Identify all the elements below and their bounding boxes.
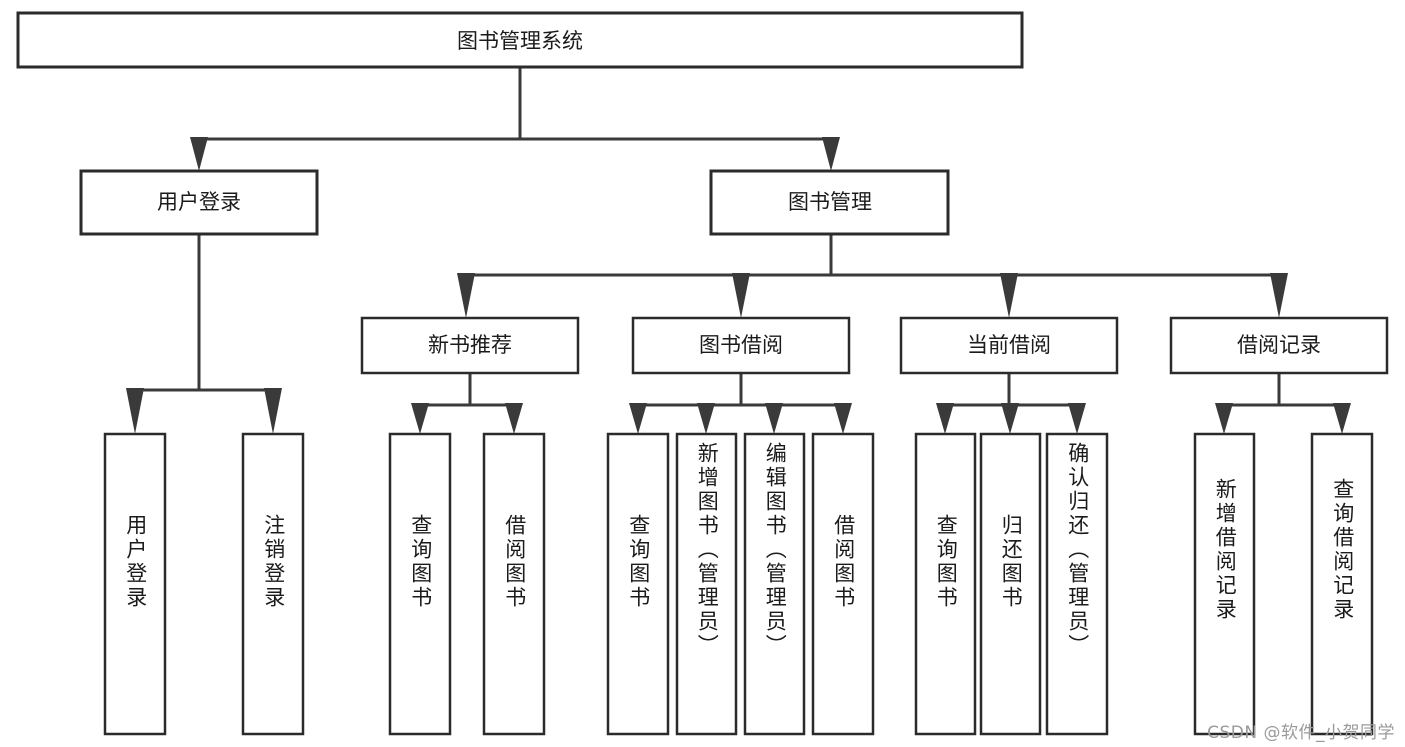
node-current-borrow[interactable]: 当前借阅 [899, 316, 1119, 375]
leaf-node-box[interactable] [606, 432, 670, 736]
node-borrow-record[interactable]: 借阅记录 [1169, 316, 1389, 375]
node-new-book-rec-box[interactable] [360, 316, 580, 375]
connector-group-current-borrow [936, 373, 1086, 434]
node-new-book-rec-label: 新书推荐 [428, 333, 512, 357]
node-borrow-record-box[interactable] [1169, 316, 1389, 375]
node-user-login[interactable]: 用户登录 [79, 169, 319, 236]
arrow-head-leaf-return-book [1001, 403, 1019, 434]
node-current-borrow-box[interactable] [899, 316, 1119, 375]
arrow-head-new-book-rec [457, 273, 475, 318]
node-current-borrow-label: 当前借阅 [967, 333, 1051, 357]
connector-group-user-login [126, 234, 282, 434]
node-book-manage[interactable]: 图书管理 [709, 169, 950, 236]
arrow-head-book-manage [822, 137, 840, 171]
node-borrow-record-label: 借阅记录 [1237, 333, 1321, 357]
node-book-borrow-box[interactable] [631, 316, 851, 375]
node-book-borrow-label: 图书借阅 [699, 333, 783, 357]
connector-group-book-manage [457, 234, 1288, 318]
leaf-node-box[interactable] [1193, 432, 1256, 736]
arrow-head-user-login [190, 137, 208, 171]
connector-group-borrow-record [1215, 373, 1351, 434]
leaf-node-box[interactable] [482, 432, 546, 736]
node-book-manage-label: 图书管理 [788, 190, 872, 214]
arrow-head-leaf-add-record [1215, 403, 1233, 434]
connector-group-root [190, 67, 840, 171]
node-user-login-box[interactable] [79, 169, 319, 236]
arrow-head-leaf-query-book-3 [936, 403, 954, 434]
leaf-box-group [103, 432, 1374, 736]
node-user-login-label: 用户登录 [157, 190, 241, 214]
arrow-head-leaf-edit-book [765, 403, 783, 434]
arrow-head-leaf-borrow-book-1 [505, 403, 523, 434]
node-root[interactable]: 图书管理系统 [16, 11, 1024, 69]
leaf-node-box[interactable] [811, 432, 875, 736]
leaf-node-box[interactable] [1045, 432, 1109, 736]
arrow-head-book-borrow [732, 273, 750, 318]
leaf-node-box[interactable] [743, 432, 806, 736]
arrow-head-borrow-record [1270, 273, 1288, 318]
arrow-head-leaf-query-record [1333, 403, 1351, 434]
arrow-head-leaf-add-book [697, 403, 715, 434]
leaf-node-box[interactable] [241, 432, 305, 736]
arrow-head-leaf-query-book-2 [629, 403, 647, 434]
arrow-head-leaf-user-login [126, 388, 144, 434]
arrow-head-leaf-confirm-return [1068, 403, 1086, 434]
arrow-head-leaf-logout [264, 388, 282, 434]
connector-group-book-borrow [629, 373, 852, 434]
node-root-label: 图书管理系统 [457, 29, 583, 53]
leaf-node-box[interactable] [1310, 432, 1374, 736]
arrow-head-current-borrow [1000, 273, 1018, 318]
arrow-head-leaf-borrow-book-2 [834, 403, 852, 434]
connector-group-new-book-rec [411, 373, 523, 434]
node-book-borrow[interactable]: 图书借阅 [631, 316, 851, 375]
node-root-box[interactable] [16, 11, 1024, 69]
watermark: CSDN @软件_小贺同学 [1207, 723, 1395, 743]
leaf-node-box[interactable] [675, 432, 738, 736]
arrow-head-leaf-query-book-1 [411, 403, 429, 434]
leaf-node-box[interactable] [979, 432, 1042, 736]
node-book-manage-box[interactable] [709, 169, 950, 236]
leaf-node-box[interactable] [388, 432, 452, 736]
leaf-node-box[interactable] [914, 432, 977, 736]
node-new-book-rec[interactable]: 新书推荐 [360, 316, 580, 375]
leaf-node-box[interactable] [103, 432, 167, 736]
